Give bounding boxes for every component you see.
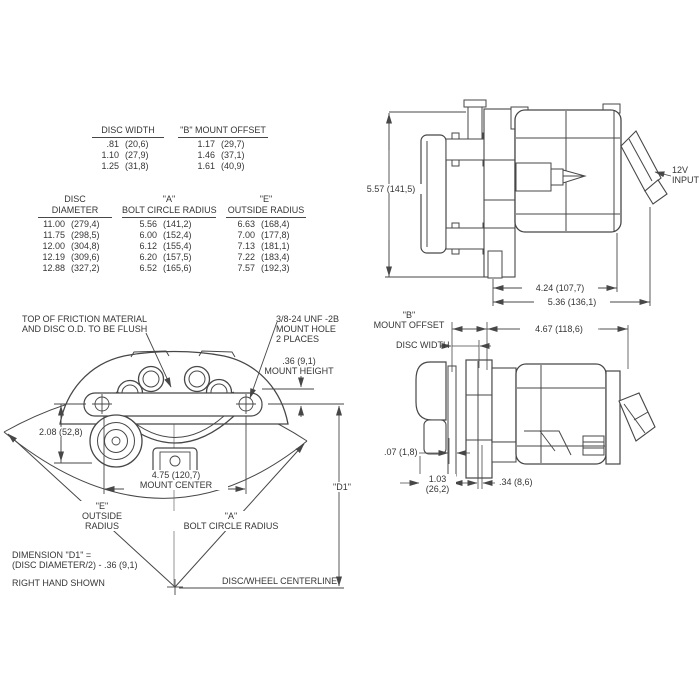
table-header: "E" OUTSIDE RADIUS <box>226 194 306 219</box>
connector-rear <box>618 392 656 442</box>
table-cell: (298,5) <box>71 230 100 240</box>
top-post <box>467 106 483 141</box>
centerline-label: DISC/WHEEL CENTERLINE <box>222 576 338 586</box>
side-view-outboard <box>385 99 672 306</box>
table-cell: 11.75 <box>43 230 65 240</box>
table-cell: 7.22 <box>237 252 255 262</box>
bridge-nose <box>415 361 447 421</box>
mount-width-dimension: 4.67 (118,6) <box>520 324 598 334</box>
mount-center-dimension: 4.75 (120,7) MOUNT CENTER <box>124 470 228 490</box>
table-header: "A" BOLT CIRCLE RADIUS <box>122 194 217 219</box>
table-cell: 1.25 <box>101 161 119 171</box>
table-cell: 1.17 <box>197 139 215 149</box>
outer-width-dimension: 5.36 (136,1) <box>534 297 610 307</box>
side-view-inboard <box>400 322 656 489</box>
connector-12v <box>620 130 668 205</box>
table-cell: 12.19 <box>42 252 65 262</box>
table-cell: 7.13 <box>237 241 255 251</box>
mount-hole-note: 3/8-24 UNF -2B MOUNT HOLE 2 PLACES <box>276 314 340 344</box>
mount-offset-label: "B" MOUNT OFFSET <box>373 310 445 330</box>
pad-gap-dimension: .07 (1,8) <box>384 447 418 457</box>
table-cell: (37,1) <box>221 150 245 160</box>
table-cell: 5.56 <box>139 219 157 229</box>
top-post-cap <box>463 99 487 108</box>
table-header: DISC DIAMETER <box>38 194 112 219</box>
table-cell: (183,4) <box>261 252 290 262</box>
table-header: "B" MOUNT OFFSET <box>178 125 268 138</box>
d1-dimension-label: "D1" <box>326 482 358 492</box>
table-cell: (157,5) <box>163 252 192 262</box>
table-cell: (20,6) <box>125 139 149 149</box>
caliper-top-ribs <box>130 350 236 358</box>
table-cell: 12.00 <box>42 241 65 251</box>
table-cell: 6.20 <box>139 252 157 262</box>
mount-bracket <box>483 108 516 279</box>
table-cell: 6.12 <box>139 241 157 251</box>
table-cell: 11.00 <box>43 219 65 229</box>
offset-dimension: .34 (8,6) <box>499 477 533 487</box>
table-cell: (155,4) <box>163 241 192 251</box>
disc-side-plate <box>420 134 447 254</box>
table-cell: (165,6) <box>163 263 192 273</box>
table-cell: (181,1) <box>261 241 290 251</box>
table-cell: 6.52 <box>139 263 157 273</box>
disc-diameter-radius-table: DISC DIAMETER "A" BOLT CIRCLE RADIUS "E"… <box>38 194 306 274</box>
mount-height-dimension: .36 (9,1) MOUNT HEIGHT <box>264 356 334 376</box>
motor-body-rear <box>515 363 621 465</box>
mount-ear-plate <box>83 392 263 417</box>
table-cell: 7.00 <box>237 230 255 240</box>
table-cell: 6.63 <box>237 219 255 229</box>
table-cell: (31,8) <box>125 161 149 171</box>
table-cell: (177,8) <box>261 230 290 240</box>
disc-width-offset-table: DISC WIDTH "B" MOUNT OFFSET .81 (20,6) 1… <box>92 125 268 172</box>
table-cell: (141,2) <box>163 219 192 229</box>
table-cell: 1.46 <box>197 150 215 160</box>
hand-orientation-note: RIGHT HAND SHOWN <box>12 578 105 588</box>
table-cell: 1.61 <box>197 161 215 171</box>
disc-width-label: DISC WIDTH <box>396 340 450 350</box>
front-view <box>3 321 344 595</box>
front-view-dimensions <box>54 321 344 595</box>
table-cell: (29,7) <box>221 139 245 149</box>
height-dimension: 5.57 (141,5) <box>356 184 426 194</box>
mount-bracket-plate <box>465 359 517 479</box>
table-cell: (152,4) <box>163 230 192 240</box>
bolt-circle-radius-label: "A" BOLT CIRCLE RADIUS <box>170 511 292 531</box>
inner-width-dimension: 4.24 (107,7) <box>522 283 598 293</box>
power-input-label: 12V INPUT <box>672 165 699 185</box>
motor-height-dimension: 2.08 (52,8) <box>37 427 85 437</box>
motor-housing <box>89 414 143 468</box>
mount-hole-right <box>236 394 256 414</box>
d1-formula-note: DIMENSION "D1" = (DISC DIAMETER/2) - .36… <box>12 550 138 570</box>
table-cell: 1.10 <box>101 150 119 160</box>
table-header: DISC WIDTH <box>92 125 164 138</box>
mount-hole-left <box>92 394 112 414</box>
outside-radius-label: "E" OUTSIDE RADIUS <box>70 501 134 531</box>
table-cell: (168,4) <box>261 219 290 229</box>
table-cell: (304,8) <box>71 241 100 251</box>
flush-note: TOP OF FRICTION MATERIAL AND DISC O.D. T… <box>22 314 148 334</box>
table-cell: (279,4) <box>71 219 100 229</box>
disc-inner-arc <box>3 431 308 499</box>
table-cell: (40,9) <box>221 161 245 171</box>
table-cell: 7.57 <box>237 263 255 273</box>
motor-body <box>510 103 622 233</box>
depth-dimension: 1.03 (26,2) <box>419 474 456 494</box>
table-cell: 6.00 <box>139 230 157 240</box>
table-cell: .81 <box>106 139 119 149</box>
table-cell: 12.88 <box>42 263 65 273</box>
table-cell: (327,2) <box>71 263 100 273</box>
table-cell: (27,9) <box>125 150 149 160</box>
table-cell: (192,3) <box>261 263 290 273</box>
table-cell: (309,6) <box>71 252 100 262</box>
